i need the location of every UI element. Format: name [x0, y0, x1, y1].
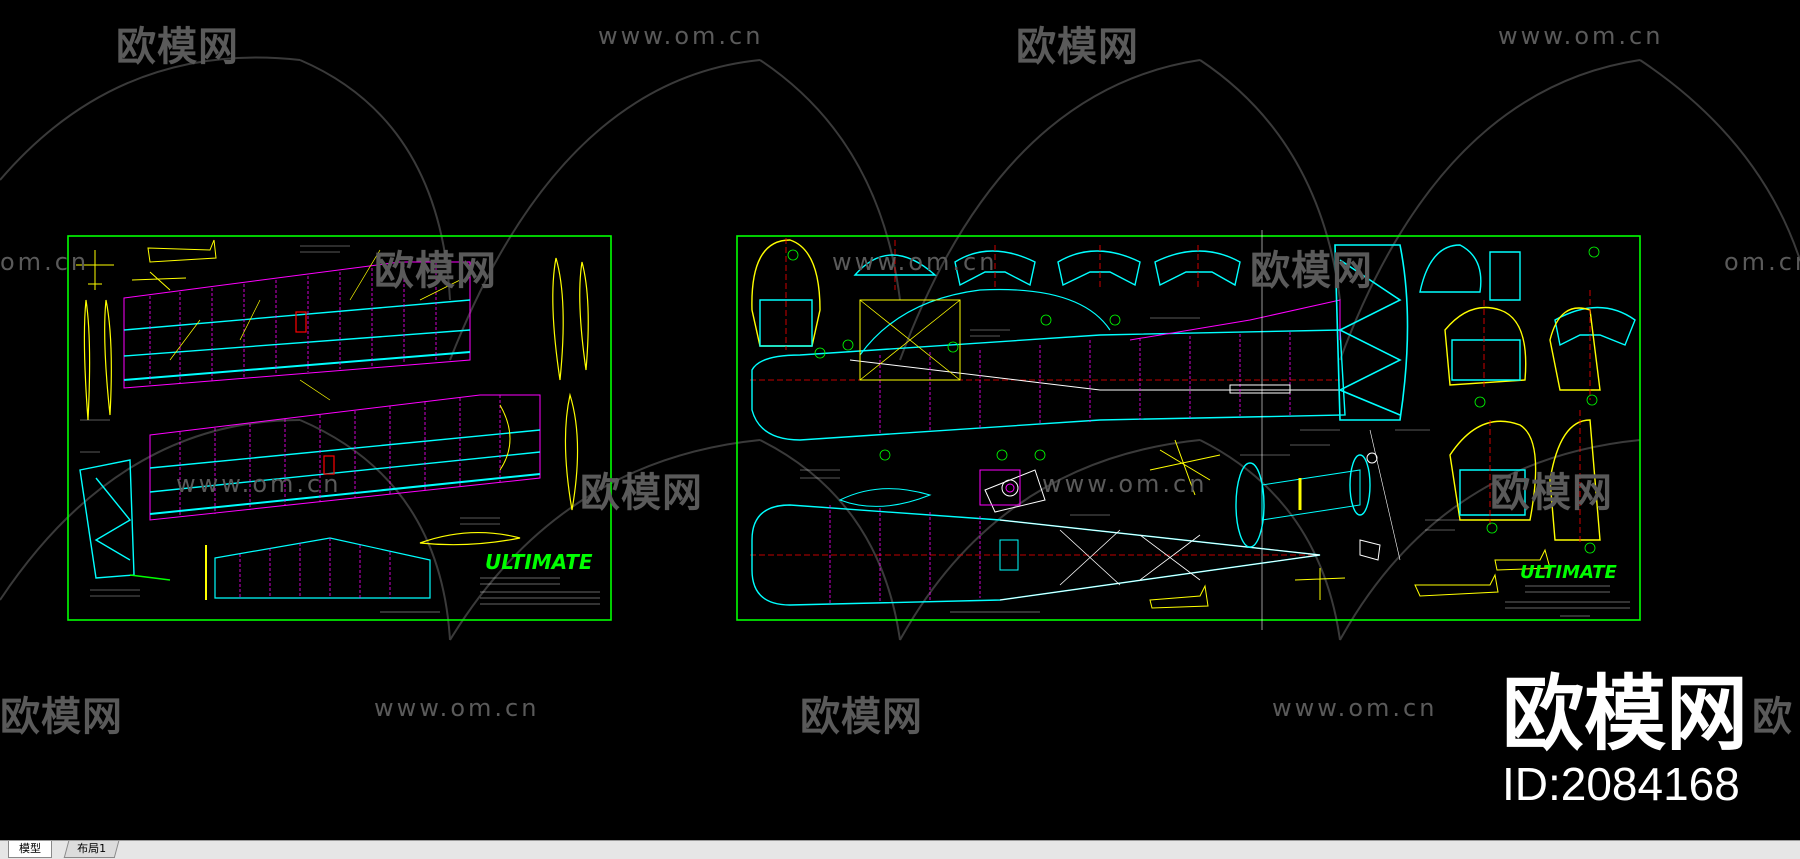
aircraft-views	[76, 239, 217, 291]
right-sheet-title: ULTIMATE	[1520, 562, 1617, 583]
upper-wing-plan	[123, 249, 471, 401]
tab-model[interactable]: 模型	[8, 841, 52, 858]
watermark-brand: 欧模网	[1016, 24, 1139, 70]
watermark-brand: 欧模网	[374, 248, 497, 294]
callout-circles	[787, 246, 1600, 554]
right-title-block: ULTIMATE	[950, 562, 1630, 617]
logo-brand-text: 欧模网	[1501, 667, 1748, 762]
layout-tab-bar: 模型 布局1	[0, 840, 1800, 859]
watermark-url: www.om.cn	[1498, 22, 1664, 50]
watermark-brand: 欧模网	[1490, 470, 1613, 516]
cad-drawing: ULTIMATE	[0, 56, 1800, 641]
watermark-url: www.om.cn	[1042, 470, 1208, 498]
watermark-url: www.om.cn	[1272, 694, 1438, 722]
former-sections	[751, 239, 1636, 541]
watermark-url: om.cn	[0, 248, 90, 276]
left-title-block: ULTIMATE	[380, 550, 600, 613]
brand-logo: 欧模网 ID:2084168	[1501, 667, 1748, 811]
left-drawing-sheet[interactable]: ULTIMATE	[67, 235, 612, 621]
left-sheet-title: ULTIMATE	[485, 550, 593, 574]
airfoil-sections	[83, 257, 589, 546]
centerlines	[750, 238, 1591, 556]
detail-parts	[838, 429, 1551, 609]
watermark-brand: 欧模网	[800, 694, 923, 740]
logo-id-text: ID:2084168	[1501, 758, 1740, 810]
watermark-brand: 欧	[1752, 694, 1793, 740]
left-annotations	[80, 245, 500, 597]
watermark-arcs	[0, 56, 1800, 641]
watermark-brand: 欧模网	[1250, 248, 1373, 294]
fin-rudder	[79, 459, 171, 581]
cad-model-space[interactable]: ULTIMATE	[0, 0, 1800, 840]
right-annotations	[800, 317, 1460, 531]
lower-wing-plan	[149, 394, 541, 521]
fuselage-top-view	[751, 504, 1321, 606]
right-sheet-frame	[736, 235, 1641, 621]
fuselage-side-view	[751, 288, 1346, 441]
right-drawing-sheet[interactable]: ULTIMATE	[736, 230, 1641, 630]
watermark-brand: 欧模网	[580, 470, 703, 516]
stabilizer-plan	[205, 537, 431, 600]
watermark-brand: 欧模网	[0, 694, 123, 740]
watermark-url: om.cn	[1724, 248, 1800, 276]
watermark-url: www.om.cn	[598, 22, 764, 50]
watermark-brand: 欧模网	[116, 24, 239, 70]
left-sheet-frame	[67, 235, 612, 621]
watermark-url: www.om.cn	[374, 694, 540, 722]
tab-layout1-label: 布局1	[77, 842, 107, 855]
tab-layout1[interactable]: 布局1	[63, 841, 120, 858]
watermark-url: www.om.cn	[832, 248, 998, 276]
watermark-url: www.om.cn	[176, 470, 342, 498]
